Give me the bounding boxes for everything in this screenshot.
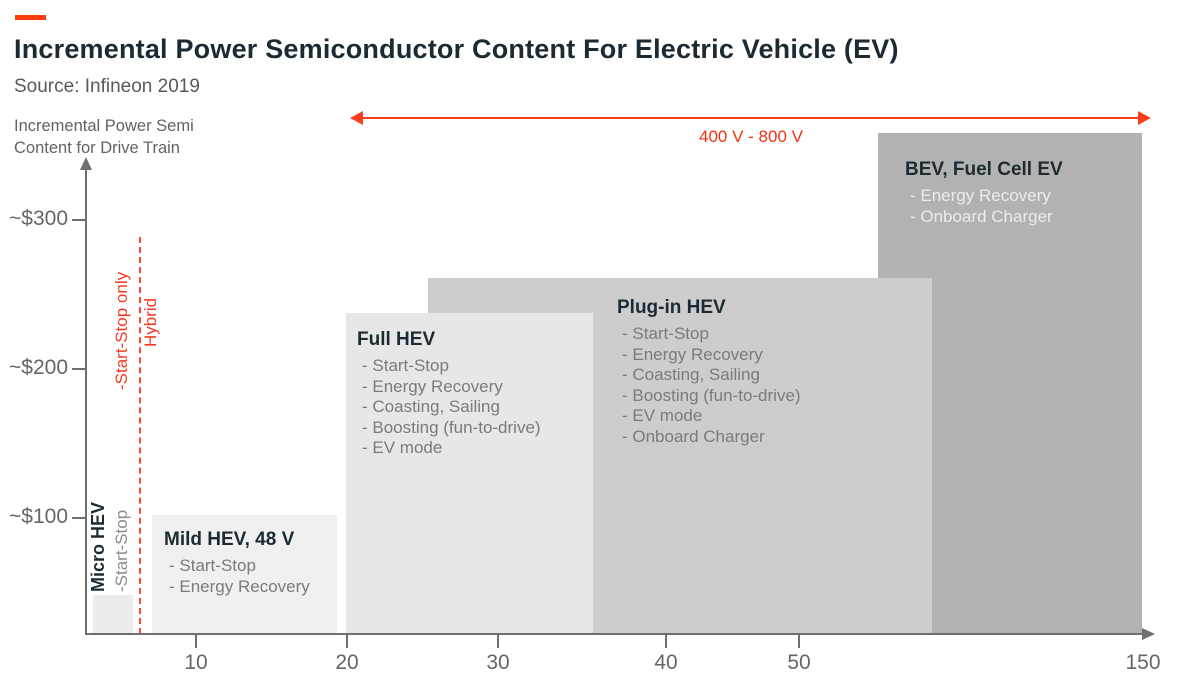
x-tick-40 xyxy=(665,635,667,648)
full-hev-feature-list: - Start-Stop - Energy Recovery - Coastin… xyxy=(357,356,541,459)
y-tick-100 xyxy=(72,517,86,519)
segment-right-label: Hybrid xyxy=(141,297,160,347)
feature-item: - Onboard Charger xyxy=(910,206,1053,226)
mild-hev-feature-list: - Start-Stop - Energy Recovery xyxy=(164,556,310,597)
arrow-left-icon xyxy=(350,111,363,125)
mild-hev-title: Mild HEV, 48 V xyxy=(164,529,295,550)
full-hev-title: Full HEV xyxy=(357,329,436,350)
feature-item: - Energy Recovery xyxy=(169,576,310,596)
bev-title: BEV, Fuel Cell EV xyxy=(905,159,1063,180)
x-tick-label-20: 20 xyxy=(335,651,359,674)
y-axis-title-line2: Content for Drive Train xyxy=(14,139,180,157)
feature-item: - EV mode xyxy=(362,438,443,457)
x-tick-label-10: 10 xyxy=(184,651,208,674)
voltage-range-arrow-line xyxy=(358,117,1140,119)
feature-item: - Coasting, Sailing xyxy=(622,365,760,384)
feature-item: - Onboard Charger xyxy=(622,426,765,446)
mild-hev-label-block: Mild HEV, 48 V - Start-Stop - Energy Rec… xyxy=(164,528,310,597)
segment-divider-dashed-line xyxy=(139,237,141,634)
voltage-range-label: 400 V - 800 V xyxy=(699,127,803,146)
brand-dash-icon xyxy=(15,15,46,20)
y-tick-label-100: ~$100 xyxy=(9,505,68,528)
y-axis-line xyxy=(85,170,87,635)
y-axis-arrow-icon xyxy=(80,157,92,170)
bar-micro-hev xyxy=(93,595,133,635)
feature-item: - Start-Stop xyxy=(169,556,256,575)
feature-item: - Energy Recovery xyxy=(622,344,763,364)
feature-item: - Coasting, Sailing xyxy=(362,397,500,416)
y-axis-title-line1: Incremental Power Semi xyxy=(14,117,194,135)
x-tick-label-30: 30 xyxy=(486,651,510,674)
y-tick-label-200: ~$200 xyxy=(9,356,68,379)
y-tick-300 xyxy=(72,219,86,221)
plugin-hev-title: Plug-in HEV xyxy=(617,297,726,318)
arrow-right-icon xyxy=(1138,111,1151,125)
bev-label-block: BEV, Fuel Cell EV - Energy Recovery - On… xyxy=(905,158,1063,227)
feature-item: - Boosting (fun-to-drive) xyxy=(622,385,801,405)
feature-item: - EV mode xyxy=(622,406,703,425)
x-tick-30 xyxy=(497,635,499,648)
plugin-hev-label-block: Plug-in HEV - Start-Stop - Energy Recove… xyxy=(617,296,801,447)
bar-full-hev xyxy=(346,313,593,635)
plugin-hev-feature-list: - Start-Stop - Energy Recovery - Coastin… xyxy=(617,324,801,447)
bar-mild-hev xyxy=(152,515,337,635)
bev-feature-list: - Energy Recovery - Onboard Charger xyxy=(905,186,1063,227)
x-tick-10 xyxy=(195,635,197,648)
micro-hev-feature: -Start-Stop xyxy=(112,509,131,592)
full-hev-label-block: Full HEV - Start-Stop - Energy Recovery … xyxy=(357,328,541,459)
segment-left-label: -Start-Stop only xyxy=(112,271,131,390)
feature-item: - Energy Recovery xyxy=(362,376,503,396)
micro-hev-title: Micro HEV xyxy=(88,501,108,592)
x-tick-label-150: 150 xyxy=(1125,651,1161,674)
y-tick-label-300: ~$300 xyxy=(9,207,68,230)
x-tick-50 xyxy=(798,635,800,648)
feature-item: - Start-Stop xyxy=(622,324,709,343)
x-tick-label-50: 50 xyxy=(787,651,811,674)
feature-item: - Boosting (fun-to-drive) xyxy=(362,417,541,437)
y-axis-title: Incremental Power Semi Content for Drive… xyxy=(14,115,194,159)
source-label: Source: Infineon 2019 xyxy=(14,76,200,97)
page-title: Incremental Power Semiconductor Content … xyxy=(14,34,899,64)
x-axis-arrow-icon xyxy=(1142,628,1155,640)
x-tick-20 xyxy=(346,635,348,648)
feature-item: - Energy Recovery xyxy=(910,186,1051,205)
feature-item: - Start-Stop xyxy=(362,356,449,375)
x-axis-line xyxy=(85,633,1143,635)
y-tick-200 xyxy=(72,368,86,370)
x-tick-label-40: 40 xyxy=(654,651,678,674)
